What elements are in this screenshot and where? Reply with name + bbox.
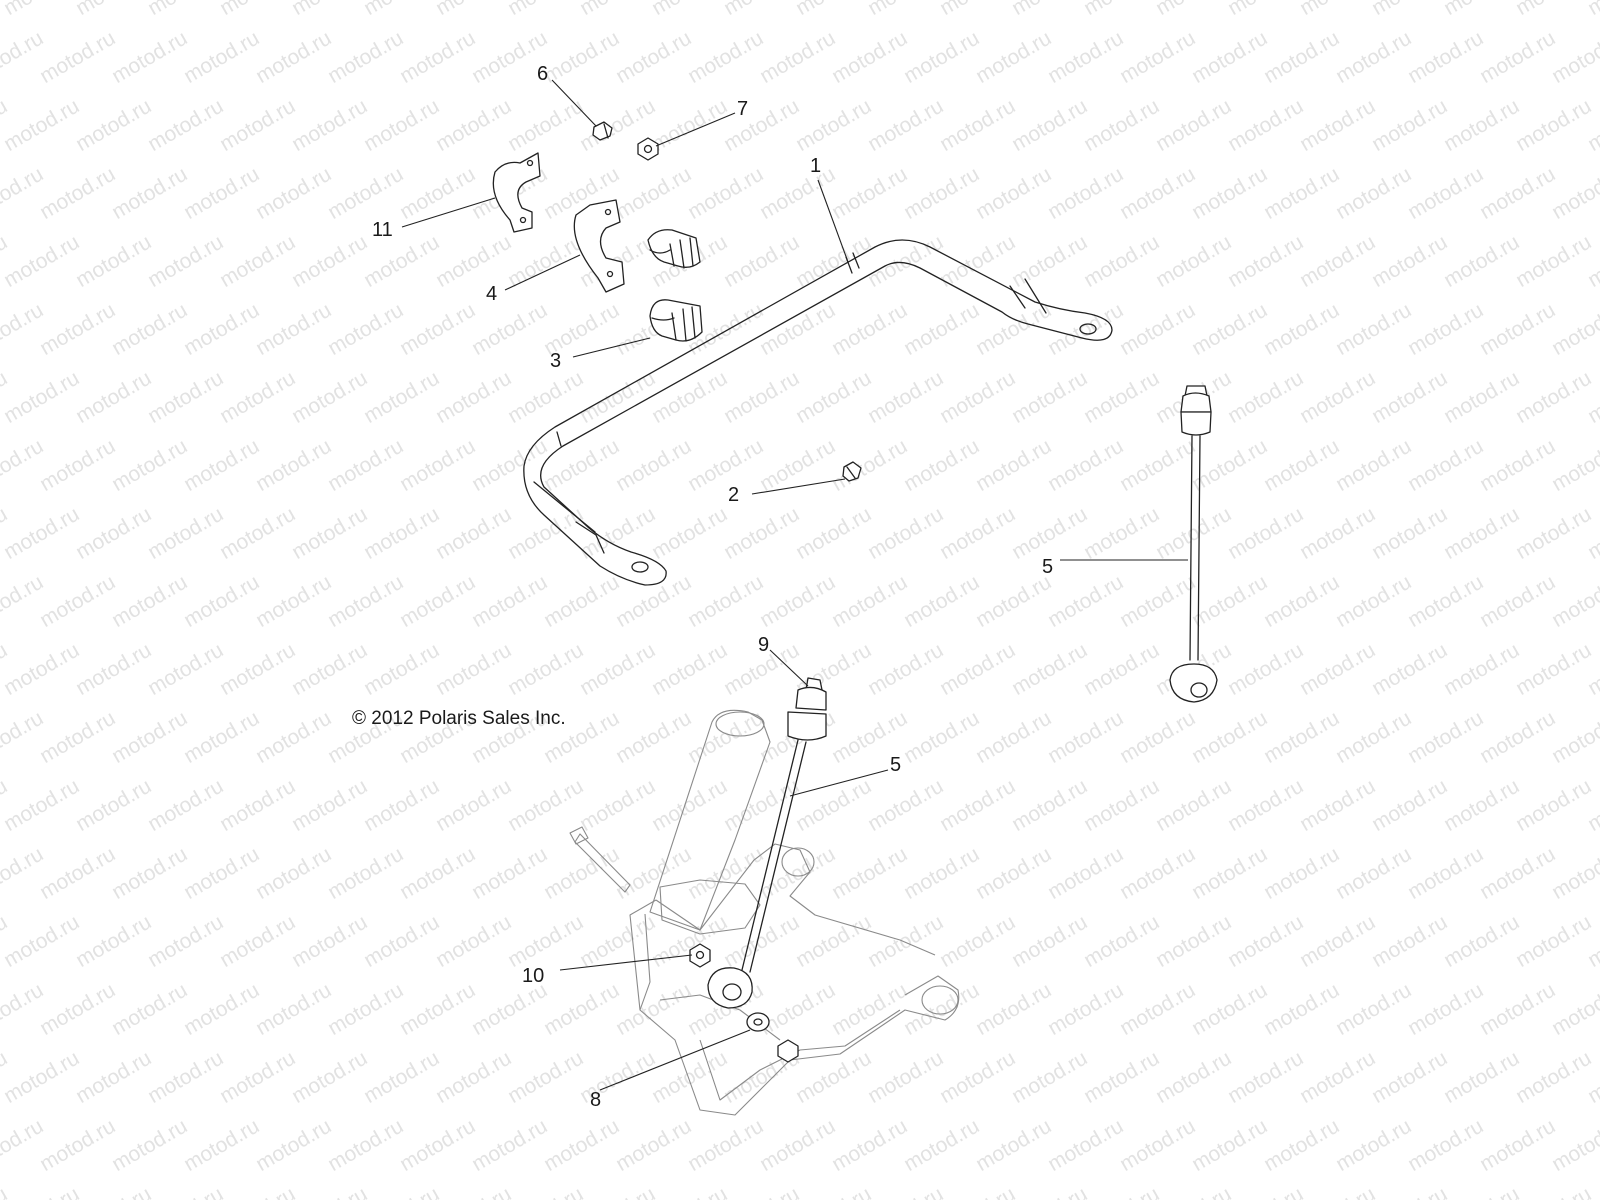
callout-9: 9 [758, 634, 769, 656]
leader-lines [401, 79, 1188, 1091]
bolt [592, 121, 613, 141]
callout-11: 11 [372, 219, 393, 241]
grease-fitting [842, 461, 862, 482]
callout-4: 4 [486, 283, 497, 305]
callout-3: 3 [550, 350, 561, 372]
callout-8: 8 [590, 1089, 601, 1111]
callout-5-lower: 5 [890, 754, 901, 776]
stabilizer-bar [523, 239, 1113, 586]
callout-5-right: 5 [1042, 556, 1053, 578]
callout-10: 10 [522, 965, 544, 987]
stabilizer-link-lower [707, 677, 827, 1009]
bracket-strap [492, 152, 541, 233]
callouts: 1 2 3 4 5 5 6 7 8 9 10 11 [372, 63, 1053, 1111]
callout-6: 6 [537, 63, 548, 85]
nut-link [689, 943, 711, 968]
callout-1: 1 [810, 155, 821, 177]
copyright-notice: © 2012 Polaris Sales Inc. [352, 708, 566, 729]
bushing-lower [649, 299, 703, 342]
bushing-upper [647, 229, 701, 269]
nut [637, 137, 659, 161]
nut-lower [777, 1039, 799, 1063]
callout-2: 2 [728, 484, 739, 506]
stabilizer-link-right [1169, 385, 1218, 703]
bracket-clamp [573, 199, 625, 293]
callout-7: 7 [737, 98, 748, 120]
washer [746, 1012, 770, 1032]
